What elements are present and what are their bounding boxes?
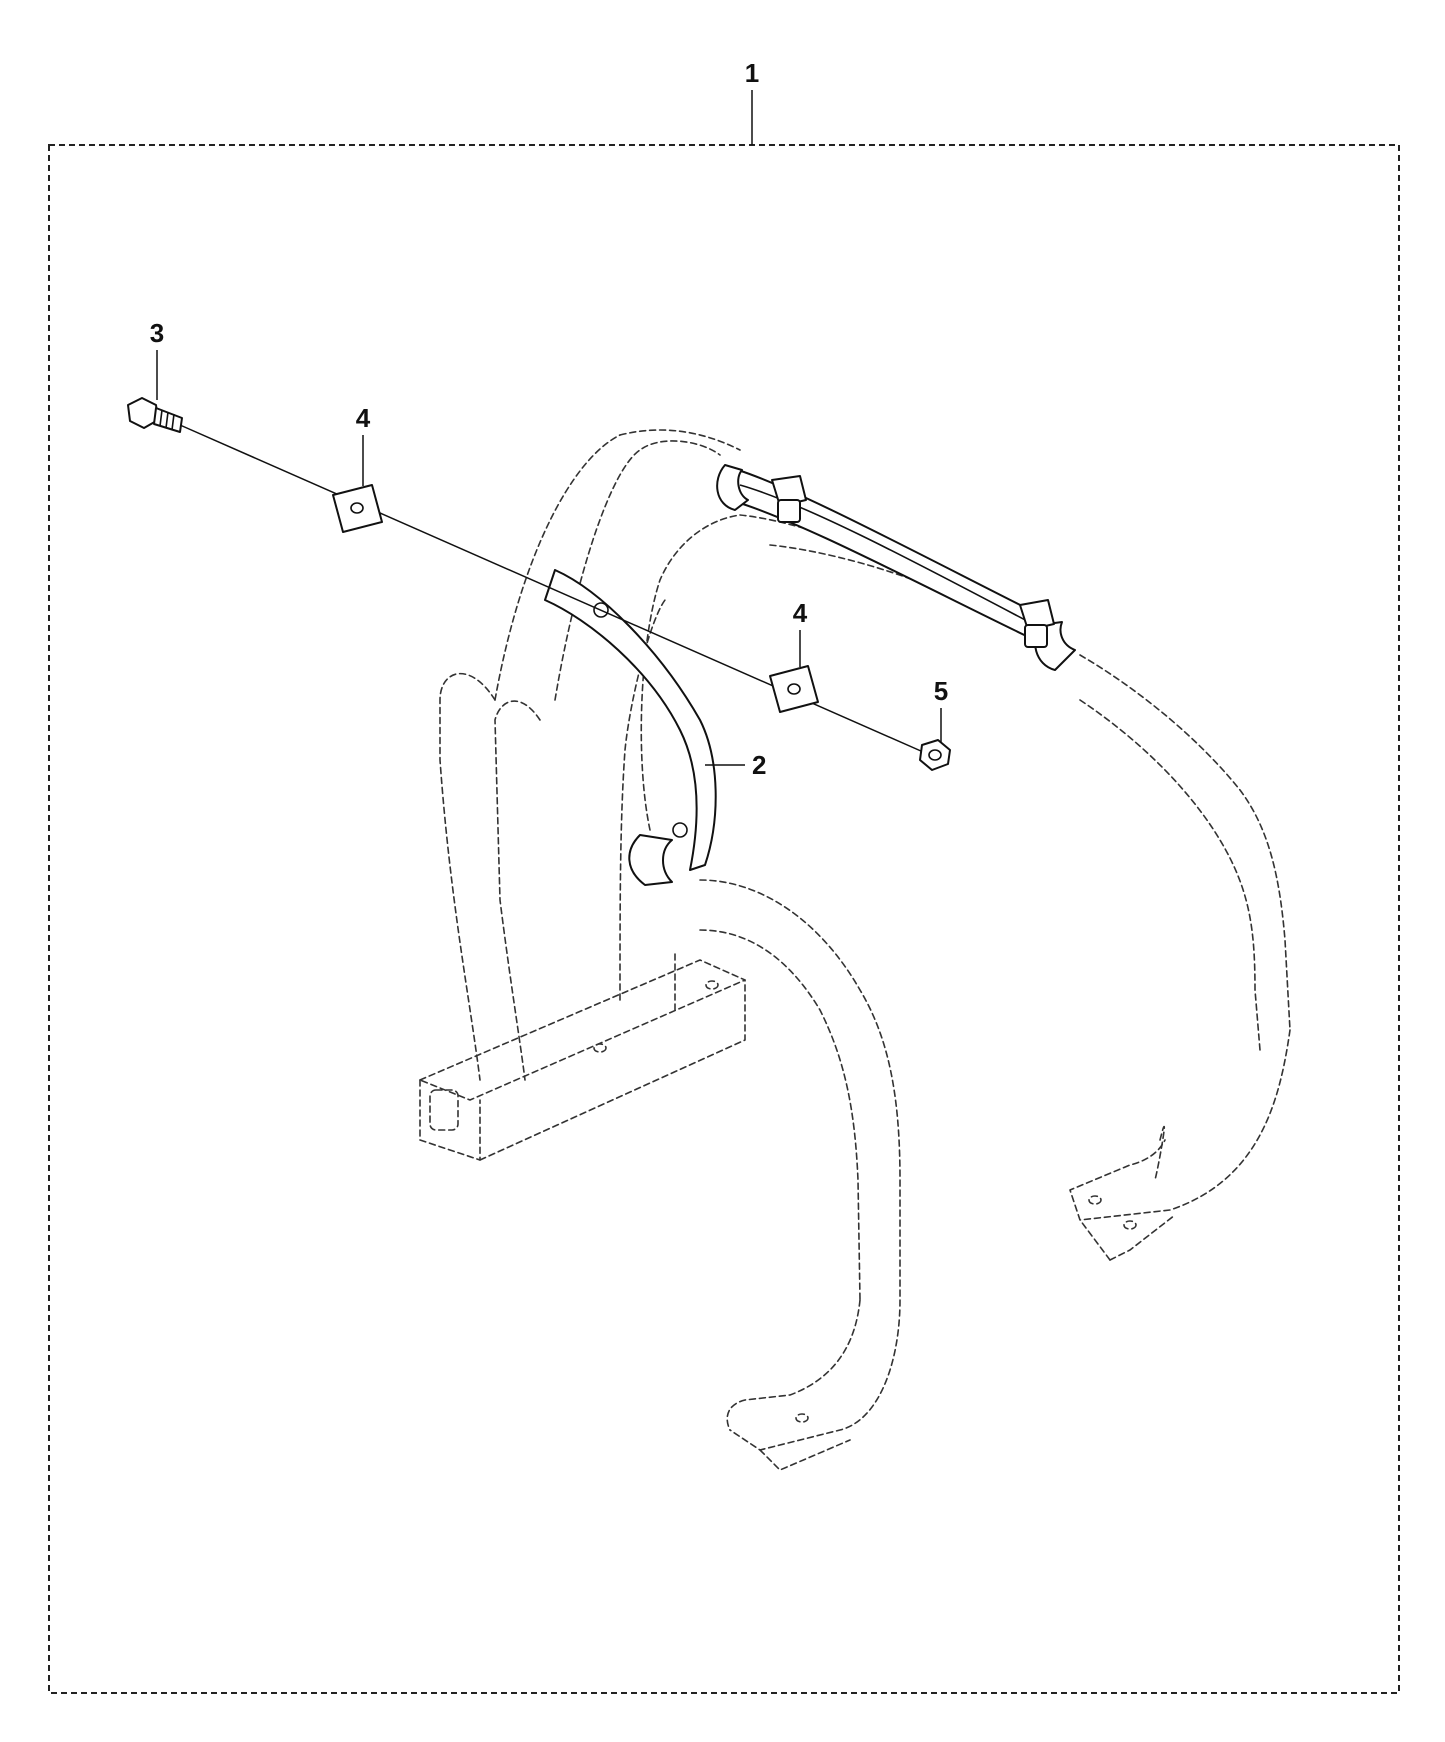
callout-4b: 4	[793, 598, 808, 628]
callout-5: 5	[934, 676, 948, 706]
bolt-part	[127, 397, 183, 433]
bracket-hole-lower-icon	[672, 822, 688, 838]
callout-3: 3	[150, 318, 164, 348]
nut-part	[919, 739, 951, 771]
upper-clamp-assembly	[716, 464, 1076, 671]
callout-1: 1	[745, 58, 759, 88]
bracket-part	[544, 569, 717, 886]
callout-2: 2	[752, 750, 766, 780]
washer-right-part	[769, 665, 819, 713]
fastener-axis	[179, 424, 931, 756]
kit-boundary	[48, 144, 1400, 1694]
callout-4a: 4	[356, 403, 371, 433]
bracket-hole-upper-icon	[593, 602, 609, 618]
frame-outline-ghost	[419, 429, 1291, 1471]
washer-left-part	[332, 484, 383, 533]
